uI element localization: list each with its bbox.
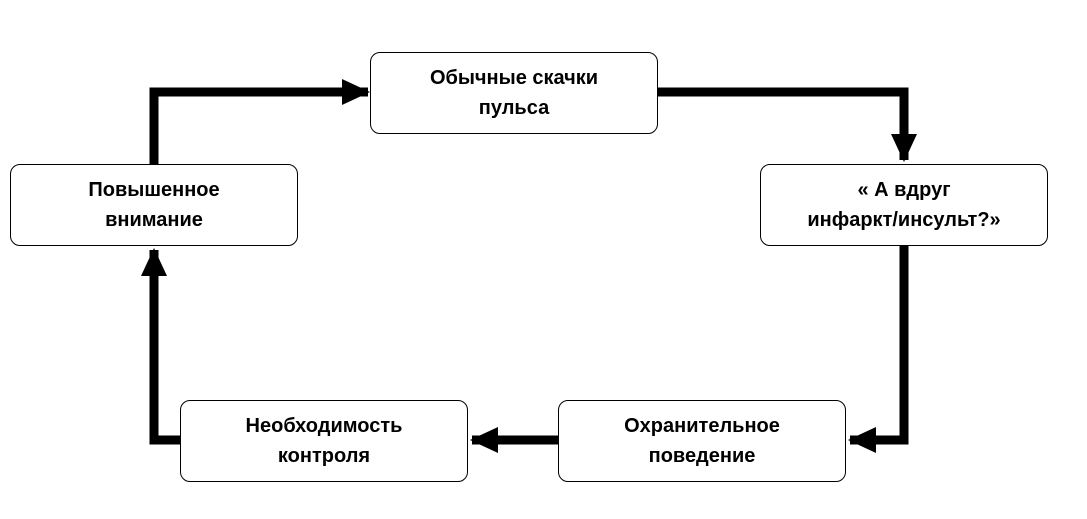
node-need-control: Необходимость контроля xyxy=(180,400,468,482)
node-need-control-line-2: контроля xyxy=(277,445,371,467)
node-safety-behavior-line-2: поведение xyxy=(648,445,756,467)
node-pulse-spikes: Обычные скачки пульса xyxy=(370,52,658,134)
arrow-pulse-to-what-if xyxy=(658,87,917,162)
node-heightened-attention: Повышенное внимание xyxy=(10,164,298,246)
arrow-what-if-to-safety xyxy=(848,246,909,453)
node-what-if-line-1: « А вдруг xyxy=(857,179,951,201)
node-heightened-attention-line-1: Повышенное xyxy=(88,179,220,201)
node-heightened-attention-line-2: внимание xyxy=(105,209,203,231)
node-pulse-spikes-line-2: пульса xyxy=(478,97,550,119)
arrow-control-to-attention xyxy=(141,248,180,445)
node-safety-behavior: Охранительное поведение xyxy=(558,400,846,482)
node-what-if-line-2: инфаркт/инсульт?» xyxy=(807,209,1001,231)
node-safety-behavior-line-1: Охранительное xyxy=(624,415,780,437)
node-what-if: « А вдруг инфаркт/инсульт?» xyxy=(760,164,1048,246)
arrow-attention-to-pulse xyxy=(149,79,370,164)
node-need-control-line-1: Необходимость xyxy=(245,415,403,437)
node-pulse-spikes-line-1: Обычные скачки xyxy=(429,67,599,89)
